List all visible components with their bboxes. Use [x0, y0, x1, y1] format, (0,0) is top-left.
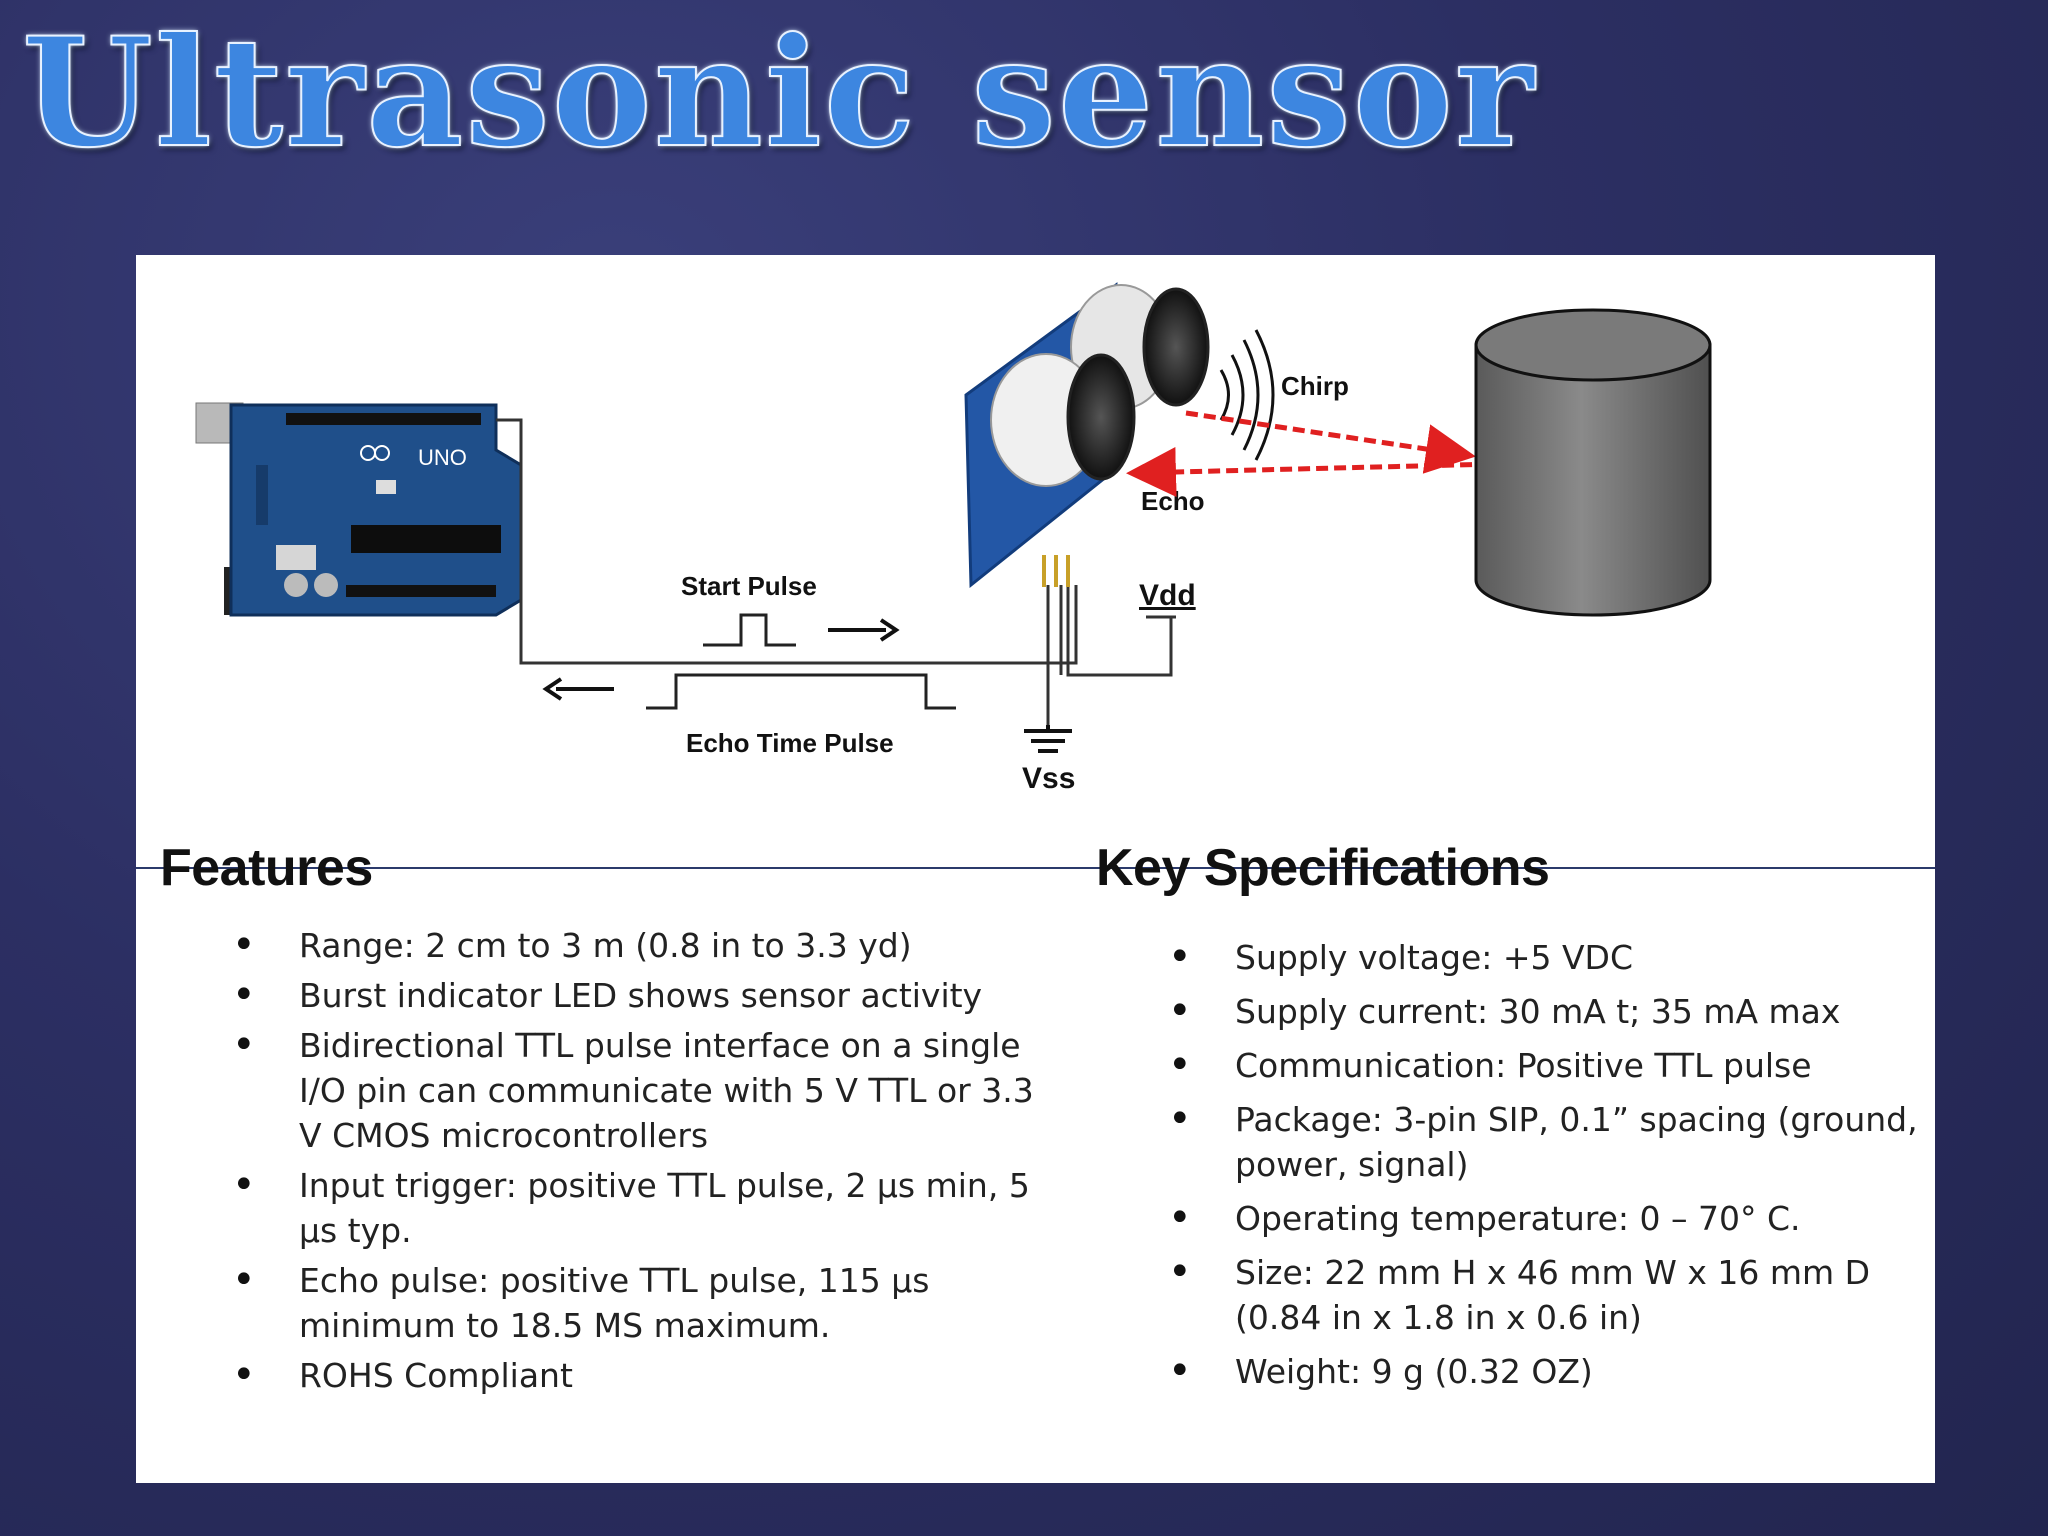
- echo-time-pulse-label: Echo Time Pulse: [686, 728, 894, 758]
- start-pulse-label: Start Pulse: [681, 571, 817, 601]
- right-arrow-icon: [828, 618, 900, 642]
- features-list: Range: 2 cm to 3 m (0.8 in to 3.3 yd) Bu…: [232, 923, 1062, 1398]
- slide-title: Ultrasonic sensor: [21, 5, 1536, 181]
- sound-wave-icon: [1219, 329, 1275, 461]
- list-item: Burst indicator LED shows sensor activit…: [232, 973, 1062, 1018]
- arduino-board-icon: UNO: [195, 402, 523, 617]
- section-divider: [136, 867, 1935, 869]
- chirp-signal-arrow: [1185, 410, 1476, 474]
- echo-label: Echo: [1141, 486, 1205, 516]
- list-item: ROHS Compliant: [232, 1353, 1062, 1398]
- vss-label: Vss: [1022, 762, 1075, 795]
- target-cylinder-icon: [1474, 308, 1712, 617]
- chirp-label: Chirp: [1281, 371, 1349, 401]
- left-arrow-icon: [542, 677, 614, 701]
- ground-icon: [1024, 725, 1072, 753]
- board-label: UNO: [418, 445, 467, 470]
- list-item: Supply current: 30 mA t; 35 mA max: [1168, 989, 1928, 1034]
- features-heading: Features: [160, 839, 373, 897]
- wiring: [496, 418, 1176, 725]
- start-pulse-waveform: [703, 613, 796, 647]
- sensor-diagram: UNO Start Pulse Echo Time Pulse Vdd: [195, 282, 1712, 795]
- list-item: Supply voltage: +5 VDC: [1168, 935, 1928, 980]
- content-panel: UNO Start Pulse Echo Time Pulse Vdd: [136, 255, 1935, 1483]
- list-item: Echo pulse: positive TTL pulse, 115 µs m…: [232, 1258, 1062, 1348]
- list-item: Range: 2 cm to 3 m (0.8 in to 3.3 yd): [232, 923, 1062, 968]
- list-item: Size: 22 mm H x 46 mm W x 16 mm D (0.84 …: [1168, 1250, 1928, 1340]
- echo-pulse-waveform: [646, 673, 956, 710]
- ultrasonic-sensor-icon: [964, 282, 1210, 589]
- list-item: Bidirectional TTL pulse interface on a s…: [232, 1023, 1062, 1158]
- list-item: Operating temperature: 0 – 70° C.: [1168, 1196, 1928, 1241]
- specifications-list: Supply voltage: +5 VDC Supply current: 3…: [1168, 935, 1928, 1394]
- specifications-heading: Key Specifications: [1096, 839, 1550, 897]
- list-item: Communication: Positive TTL pulse: [1168, 1043, 1928, 1088]
- vdd-label: Vdd: [1139, 579, 1196, 612]
- list-item: Input trigger: positive TTL pulse, 2 µs …: [232, 1163, 1062, 1253]
- list-item: Weight: 9 g (0.32 OZ): [1168, 1349, 1928, 1394]
- list-item: Package: 3-pin SIP, 0.1” spacing (ground…: [1168, 1097, 1928, 1187]
